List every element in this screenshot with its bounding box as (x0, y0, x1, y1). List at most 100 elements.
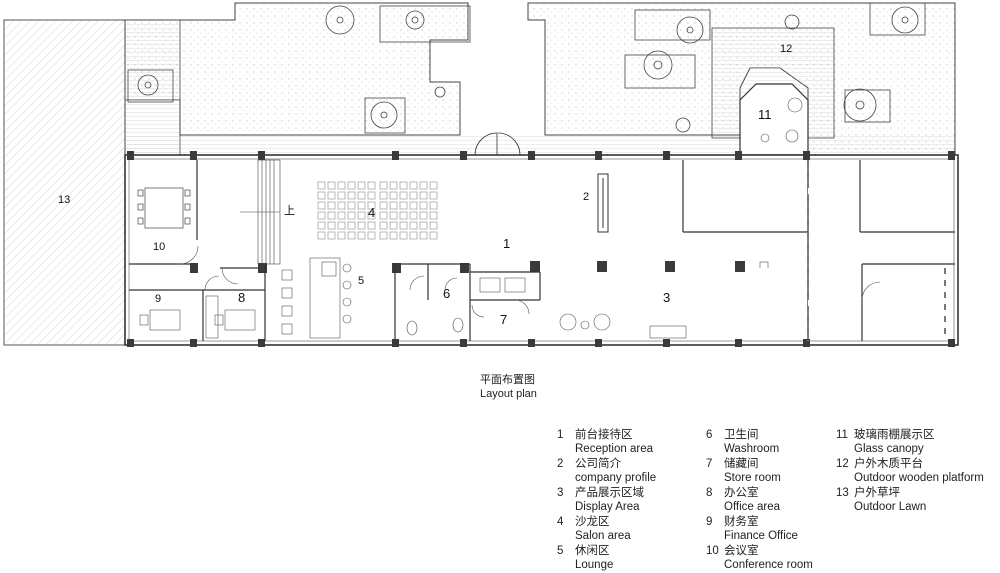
legend-label-en: Outdoor Lawn (854, 501, 927, 514)
salon-chair (389, 201, 398, 210)
salon-chair (399, 191, 408, 200)
room-label-9: 9 (155, 293, 161, 305)
salon-chair (389, 191, 398, 200)
salon-chair (337, 231, 346, 240)
salon-chair (347, 181, 356, 190)
floor-plan: 上 (3, 2, 959, 347)
salon-chair (379, 191, 388, 200)
salon-chair (337, 201, 346, 210)
salon-chair (429, 211, 438, 220)
salon-chair (317, 211, 326, 220)
legend-number: 13 (836, 486, 849, 499)
salon-chair (429, 191, 438, 200)
plan-title-cn: 平面布置图 (480, 374, 535, 386)
legend-label-cn: 户外木质平台 (854, 457, 923, 470)
salon-chair (317, 191, 326, 200)
legend-label-cn: 卫生间 (724, 429, 759, 441)
office-furniture (139, 295, 256, 339)
salon-chair (317, 201, 326, 210)
salon-chair (347, 201, 356, 210)
salon-chair (399, 181, 408, 190)
salon-chair (379, 201, 388, 210)
plan-title: 平面布置图 Layout plan (480, 373, 537, 401)
room-label-12: 12 (780, 43, 792, 55)
salon-chair (429, 221, 438, 230)
salon-chair (419, 211, 428, 220)
conference-table (137, 187, 191, 229)
salon-chair (327, 191, 336, 200)
lounge-furniture (281, 257, 352, 339)
salon-chair (327, 181, 336, 190)
salon-chair (419, 191, 428, 200)
salon-chair (357, 211, 366, 220)
salon-chair (327, 201, 336, 210)
salon-chair (419, 181, 428, 190)
legend-label-cn: 公司简介 (575, 457, 621, 470)
salon-chair (337, 211, 346, 220)
legend-label-en: Office area (724, 501, 781, 514)
salon-chair (367, 231, 376, 240)
salon-chair (337, 181, 346, 190)
room-label-5: 5 (358, 275, 364, 287)
legend-number: 8 (706, 486, 713, 499)
legend-label-en: Salon area (575, 529, 631, 542)
legend-number: 9 (706, 515, 713, 528)
legend-label-cn: 沙龙区 (575, 515, 610, 528)
salon-chair (367, 191, 376, 200)
legend-number: 4 (557, 515, 564, 528)
trees (137, 5, 919, 133)
salon-chair (379, 211, 388, 220)
legend-number: 11 (836, 429, 848, 441)
room-label-11: 11 (758, 107, 772, 122)
legend-label-cn: 财务室 (724, 515, 759, 528)
washroom-fixtures (406, 277, 526, 336)
salon-chair (429, 181, 438, 190)
legend-label-cn: 办公室 (724, 486, 759, 499)
salon-chair (409, 211, 418, 220)
salon-chair (429, 201, 438, 210)
room-label-4: 4 (368, 205, 375, 220)
legend-number: 1 (557, 429, 564, 441)
canopy-furniture (760, 97, 803, 143)
legend-item: 8 办公室 Office area (706, 486, 813, 514)
legend-label-cn: 储藏间 (724, 457, 759, 470)
legend-label-en: Finance Office (724, 529, 798, 542)
salon-chair (367, 201, 376, 210)
salon-chair (379, 221, 388, 230)
salon-chair (347, 231, 356, 240)
legend-label-cn: 休闲区 (575, 544, 610, 557)
legend-number: 5 (557, 544, 564, 557)
legend-label-en: Washroom (724, 443, 780, 456)
salon-chair (357, 221, 366, 230)
legend-label-en: Lounge (575, 558, 614, 571)
salon-chair (347, 211, 356, 220)
salon-chair (327, 231, 336, 240)
salon-chair (337, 191, 346, 200)
room-label-7: 7 (500, 312, 507, 327)
legend-label-cn: 会议室 (724, 544, 759, 557)
room-label-3: 3 (663, 290, 670, 305)
salon-chair (399, 231, 408, 240)
legend-number: 10 (706, 544, 719, 557)
left-strip-deck (124, 19, 181, 156)
salon-chair (389, 181, 398, 190)
room-label-2: 2 (583, 191, 589, 203)
legend-number: 3 (557, 486, 564, 499)
room-label-13: 13 (58, 194, 70, 206)
entrance-doors (474, 132, 521, 156)
salon-chair (419, 201, 428, 210)
legend-number: 2 (557, 457, 564, 470)
salon-chair (317, 231, 326, 240)
salon-chair (367, 211, 376, 220)
legend-label-en: Reception area (575, 443, 653, 456)
